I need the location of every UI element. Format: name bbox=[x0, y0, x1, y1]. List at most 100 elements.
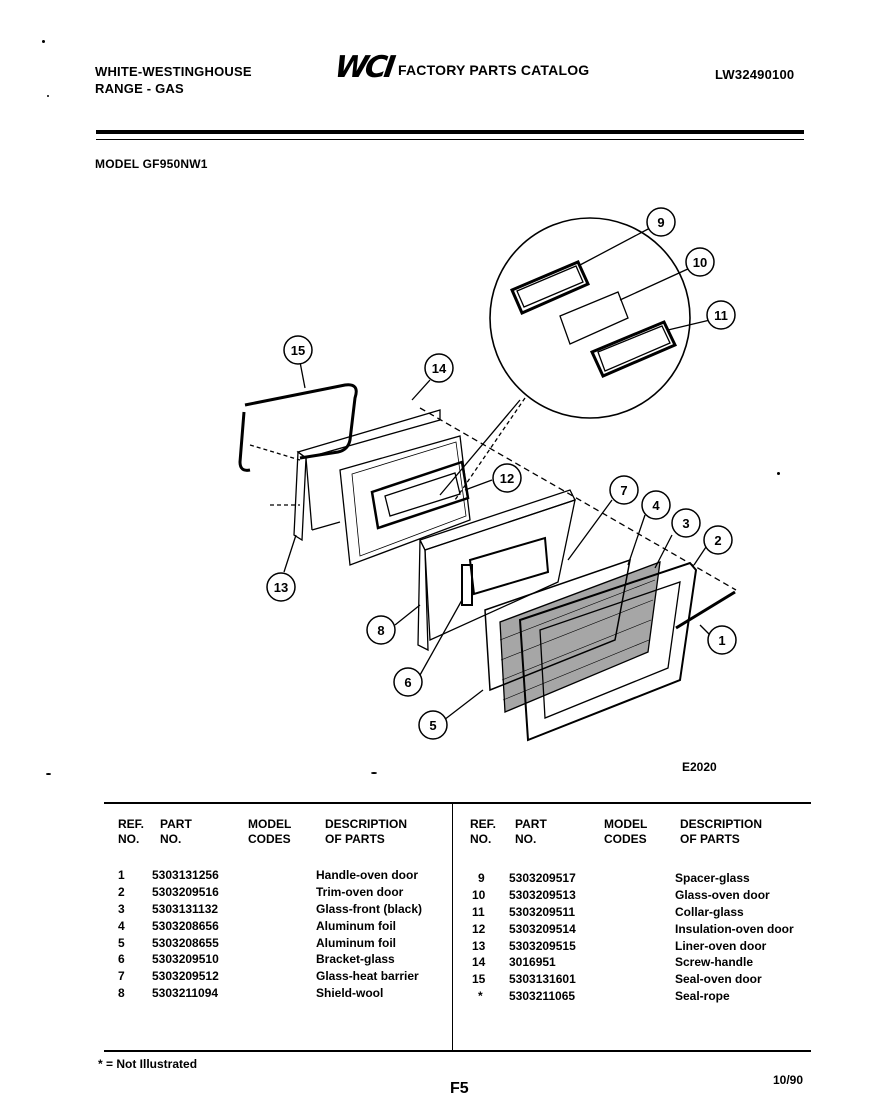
table-row: * bbox=[478, 989, 483, 1003]
table-row-part: 5303209514 bbox=[509, 922, 576, 936]
collar-glass-part bbox=[589, 320, 678, 378]
table-row-desc: Glass-front (black) bbox=[316, 902, 423, 916]
callout-13: 13 bbox=[274, 580, 288, 595]
aluminum-foil-part-5 bbox=[484, 558, 631, 692]
table-row-desc: Trim-oven door bbox=[316, 885, 404, 899]
table-top-rule bbox=[104, 802, 811, 804]
not-illustrated-note: * = Not Illustrated bbox=[98, 1057, 198, 1071]
table-row-part: 5303209511 bbox=[509, 905, 576, 919]
table-bottom-rule bbox=[104, 1050, 811, 1052]
header-rule-thick bbox=[96, 130, 804, 134]
table-row: 1 bbox=[118, 868, 125, 882]
right-header-ref: REF.NO. bbox=[470, 817, 497, 846]
table-row: 10 bbox=[472, 888, 486, 902]
model-label: MODEL GF950NW1 bbox=[95, 157, 208, 171]
table-row: 12 bbox=[472, 922, 486, 936]
table-row-part: 5303211065 bbox=[509, 989, 576, 1003]
callout-3: 3 bbox=[682, 516, 689, 531]
exploded-parts-diagram: 1 2 3 4 5 6 7 8 9 10 11 12 13 14 15 bbox=[238, 207, 737, 742]
table-row-desc: Insulation-oven door bbox=[675, 922, 794, 936]
table-row: 2 bbox=[118, 885, 125, 899]
liner-oven-door-part bbox=[293, 409, 441, 542]
callout-9: 9 bbox=[657, 215, 664, 230]
callout-10: 10 bbox=[693, 255, 707, 270]
scan-speck bbox=[777, 472, 780, 475]
table-row-part: 5303208656 bbox=[152, 919, 219, 933]
glass-oven-door-part bbox=[559, 291, 629, 345]
table-row: 4 bbox=[118, 919, 125, 933]
table-row-part: 3016951 bbox=[509, 955, 556, 969]
table-row: 5 bbox=[118, 936, 125, 950]
handle-oven-door-part bbox=[675, 590, 736, 630]
callout-5: 5 bbox=[429, 718, 436, 733]
callout-4: 4 bbox=[652, 498, 660, 513]
table-row: 11 bbox=[472, 905, 485, 919]
catalog-number: LW32490100 bbox=[715, 67, 795, 82]
inner-glass-assembly bbox=[370, 460, 470, 530]
left-header-ref: REF.NO. bbox=[118, 817, 145, 846]
table-middle-divider bbox=[452, 804, 453, 1050]
spacer-glass-part bbox=[510, 260, 590, 315]
inset-magnifier-circle bbox=[489, 217, 691, 419]
table-row: 7 bbox=[118, 969, 125, 983]
table-row-desc: Screw-handle bbox=[675, 955, 754, 969]
table-row-part: 5303209517 bbox=[509, 871, 576, 885]
figure-code: E2020 bbox=[682, 760, 717, 774]
scan-speck bbox=[46, 773, 51, 775]
page-number: F5 bbox=[450, 1080, 469, 1097]
table-row-part: 5303131256 bbox=[152, 868, 219, 882]
table-row-desc: Collar-glass bbox=[675, 905, 744, 919]
glass-front-black-part bbox=[499, 561, 661, 713]
scan-speck bbox=[47, 95, 49, 97]
scan-speck bbox=[371, 772, 377, 774]
callout-2: 2 bbox=[714, 533, 721, 548]
table-row: 3 bbox=[118, 902, 125, 916]
callout-11: 11 bbox=[714, 308, 728, 323]
table-row-desc: Aluminum foil bbox=[316, 919, 396, 933]
trim-oven-door-part bbox=[518, 561, 698, 742]
table-row-part: 5303209515 bbox=[509, 939, 576, 953]
table-row-part: 5303131132 bbox=[152, 902, 219, 916]
table-row-desc: Bracket-glass bbox=[316, 952, 395, 966]
table-row-part: 5303209510 bbox=[152, 952, 219, 966]
table-row: 14 bbox=[472, 955, 486, 969]
table-row-part: 5303209513 bbox=[509, 888, 576, 902]
callout-15: 15 bbox=[291, 343, 305, 358]
brand-line-1: WHITE-WESTINGHOUSE bbox=[95, 64, 252, 79]
bracket-glass-part bbox=[461, 564, 473, 606]
callout-6: 6 bbox=[404, 675, 411, 690]
table-row-desc: Shield-wool bbox=[316, 986, 384, 1000]
seal-oven-door-part bbox=[238, 383, 358, 472]
callout-7: 7 bbox=[620, 483, 627, 498]
callout-8: 8 bbox=[377, 623, 384, 638]
callout-12: 12 bbox=[500, 471, 514, 486]
table-row-part: 5303131601 bbox=[509, 972, 576, 986]
brand-line-2: RANGE - GAS bbox=[95, 81, 184, 96]
table-row: 6 bbox=[118, 952, 125, 966]
callout-1: 1 bbox=[718, 633, 725, 648]
table-row-part: 5303211094 bbox=[152, 986, 219, 1000]
scan-speck bbox=[42, 40, 45, 43]
callout-14: 14 bbox=[432, 361, 447, 376]
table-row-desc: Seal-rope bbox=[675, 989, 730, 1003]
table-row-desc: Seal-oven door bbox=[675, 972, 762, 986]
table-row: 13 bbox=[472, 939, 486, 953]
table-row-desc: Glass-heat barrier bbox=[316, 969, 419, 983]
table-row-part: 5303209512 bbox=[152, 969, 219, 983]
table-row-part: 5303208655 bbox=[152, 936, 219, 950]
table-row: 9 bbox=[478, 871, 485, 885]
table-row-desc: Handle-oven door bbox=[316, 868, 419, 882]
header-rule-thin bbox=[96, 139, 804, 140]
table-row: 8 bbox=[118, 986, 125, 1000]
table-row-part: 5303209516 bbox=[152, 885, 219, 899]
table-row-desc: Aluminum foil bbox=[316, 936, 396, 950]
insulation-oven-door-part bbox=[339, 435, 471, 566]
table-row-desc: Spacer-glass bbox=[675, 871, 750, 885]
table-row: 15 bbox=[472, 972, 486, 986]
